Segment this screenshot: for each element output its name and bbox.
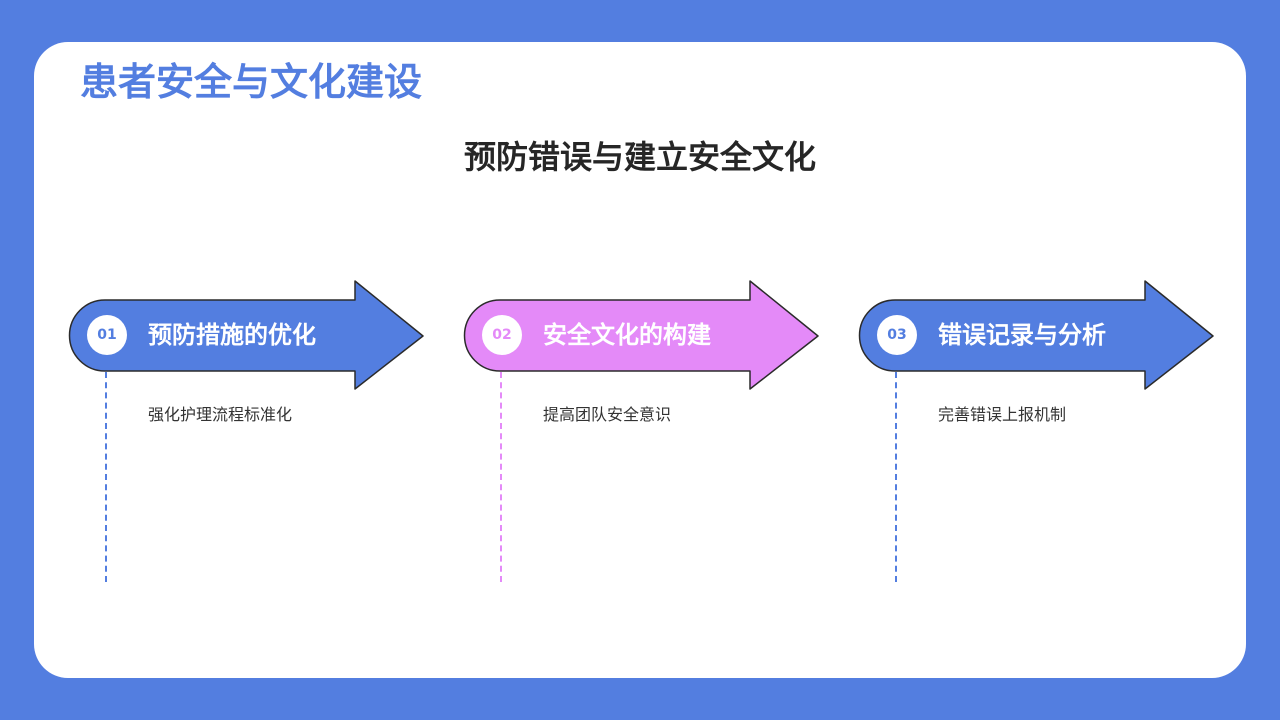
step-description: 提高团队安全意识 bbox=[543, 405, 672, 424]
step-number-badge: 03 bbox=[877, 315, 917, 355]
step-description: 强化护理流程标准化 bbox=[148, 405, 293, 424]
step-prevention: 01 预防措施的优化 强化护理流程标准化 bbox=[68, 280, 424, 590]
slide-subtitle: 预防错误与建立安全文化 bbox=[463, 138, 816, 176]
step-number-badge: 02 bbox=[482, 315, 522, 355]
step-title: 预防措施的优化 bbox=[148, 321, 316, 349]
step-title: 安全文化的构建 bbox=[543, 321, 711, 349]
step-connector-line bbox=[895, 372, 897, 582]
step-number-badge: 01 bbox=[87, 315, 127, 355]
step-error-analysis: 03 错误记录与分析 完善错误上报机制 bbox=[858, 280, 1214, 590]
page-title: 患者安全与文化建设 bbox=[80, 60, 423, 104]
step-connector-line bbox=[105, 372, 107, 582]
step-description: 完善错误上报机制 bbox=[938, 405, 1067, 424]
step-title: 错误记录与分析 bbox=[938, 321, 1106, 349]
step-arrow-shape bbox=[463, 280, 819, 390]
step-arrow-shape bbox=[858, 280, 1214, 390]
step-safety-culture: 02 安全文化的构建 提高团队安全意识 bbox=[463, 280, 819, 590]
step-arrow-shape bbox=[68, 280, 424, 390]
step-connector-line bbox=[500, 372, 502, 582]
